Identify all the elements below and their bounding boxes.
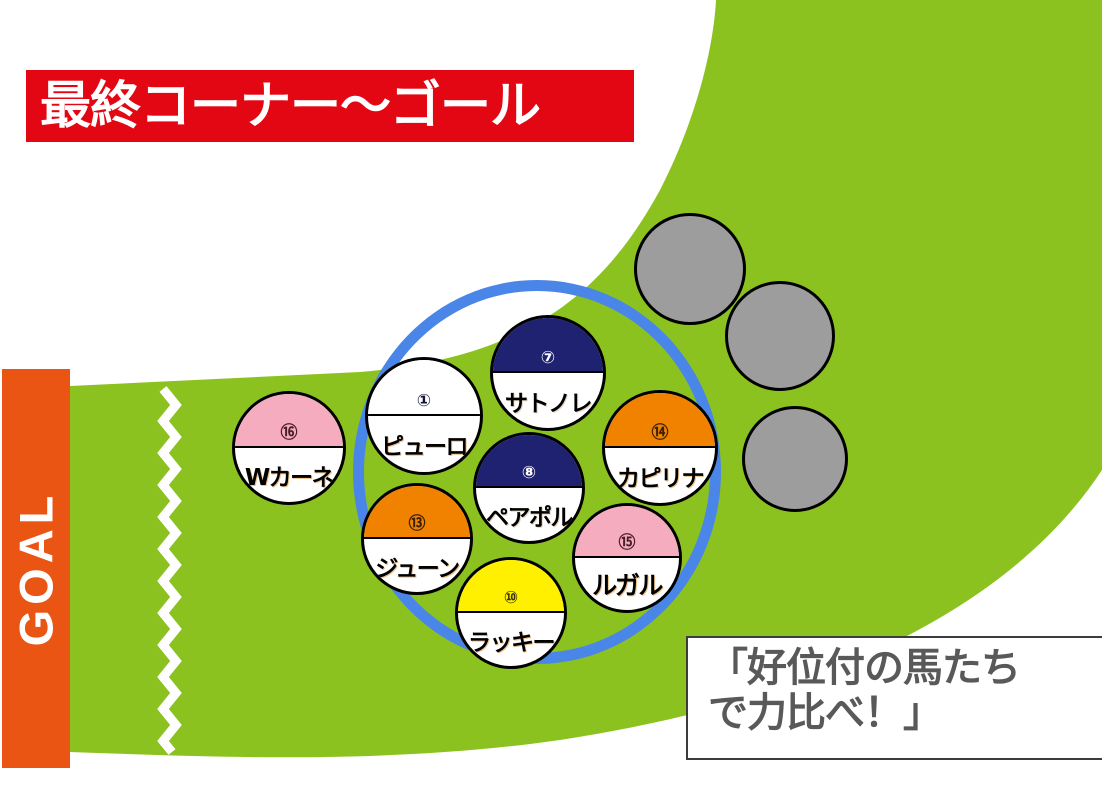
- horse-marker[interactable]: ⑬ ジューン: [361, 483, 473, 595]
- horse-name: カピリナ: [617, 465, 705, 492]
- horse-name: Wカーネ: [244, 465, 335, 491]
- horse-cap: ①: [368, 360, 480, 416]
- goal-marker: GOAL: [2, 369, 70, 768]
- horse-marker[interactable]: ① ピューロ: [365, 357, 483, 475]
- horse-number: ⑬: [408, 514, 426, 534]
- horse-cap: ⑯: [235, 394, 343, 448]
- horse-cap: ⑭: [605, 393, 715, 448]
- horse-name: ジューン: [375, 555, 460, 582]
- horse-name: ペアポル: [486, 504, 574, 531]
- horse-number: ⑩: [503, 588, 519, 608]
- horse-cap: ⑦: [493, 318, 603, 373]
- horse-number: ⑧: [521, 463, 537, 483]
- horse-marker[interactable]: ⑮ ルガル: [572, 503, 682, 613]
- horse-cap: ⑮: [575, 506, 679, 558]
- horse-cap: ⑩: [458, 560, 564, 613]
- horse-number: ①: [416, 391, 432, 411]
- caption-text: 「好位付の馬たち で力比べ！」: [708, 645, 1021, 736]
- horse-name: ルガル: [592, 571, 663, 600]
- horse-number: ⑦: [540, 348, 556, 368]
- finish-line-marker: [157, 386, 182, 755]
- title-banner: 最終コーナー〜ゴール: [26, 70, 634, 142]
- horse-number: ⑮: [618, 533, 636, 553]
- horse-marker[interactable]: ⑦ サトノレ: [490, 315, 606, 431]
- horse-cap: ⑧: [476, 435, 582, 488]
- horse-marker[interactable]: ⑧ ペアポル: [473, 432, 585, 544]
- horse-cap: ⑬: [364, 486, 470, 539]
- horse-number: ⑭: [651, 423, 669, 443]
- goal-label: GOAL: [9, 490, 63, 647]
- unlabeled-horse-marker: [742, 406, 848, 512]
- caption-box: 「好位付の馬たち で力比べ！」: [686, 636, 1102, 760]
- horse-name: サトノレ: [505, 390, 593, 417]
- horse-marker[interactable]: ⑭ カピリナ: [602, 390, 718, 506]
- unlabeled-horse-marker: [725, 281, 835, 391]
- unlabeled-horse-marker: [634, 213, 746, 325]
- horse-name: ピューロ: [381, 434, 469, 460]
- horse-marker[interactable]: ⑩ ラッキー: [455, 557, 567, 669]
- horse-marker[interactable]: ⑯ Wカーネ: [232, 391, 346, 505]
- page-title: 最終コーナー〜ゴール: [40, 76, 541, 136]
- horse-name: ラッキー: [468, 629, 556, 656]
- horse-number: ⑯: [280, 423, 298, 443]
